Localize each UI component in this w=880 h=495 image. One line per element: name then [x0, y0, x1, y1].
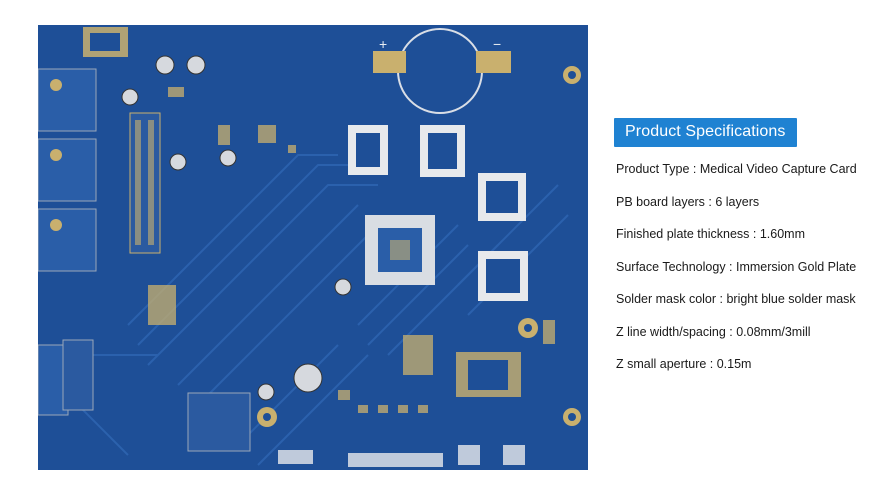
spec-line-width-spacing: Z line width/spacing : 0.08mm/3mill: [616, 324, 811, 339]
battery-minus-label: −: [493, 36, 501, 52]
specifications-panel: Product Specifications Product Type : Me…: [614, 118, 864, 389]
spec-solder-mask-color: Solder mask color : bright blue solder m…: [616, 292, 856, 306]
battery-plus-label: +: [379, 36, 387, 52]
spec-small-aperture: Z small aperture : 0.15m: [616, 357, 752, 371]
specifications-heading: Product Specifications: [614, 118, 797, 147]
spec-surface-technology: Surface Technology : Immersion Gold Plat…: [616, 259, 857, 274]
spec-product-type: Product Type : Medical Video Capture Car…: [616, 162, 857, 176]
spec-board-layers: PB board layers : 6 layers: [616, 194, 760, 209]
spec-plate-thickness: Finished plate thickness : 1.60mm: [616, 227, 805, 241]
pcb-board-photo: + −: [38, 25, 588, 470]
specifications-list: Product Type : Medical Video Capture Car…: [616, 161, 864, 389]
